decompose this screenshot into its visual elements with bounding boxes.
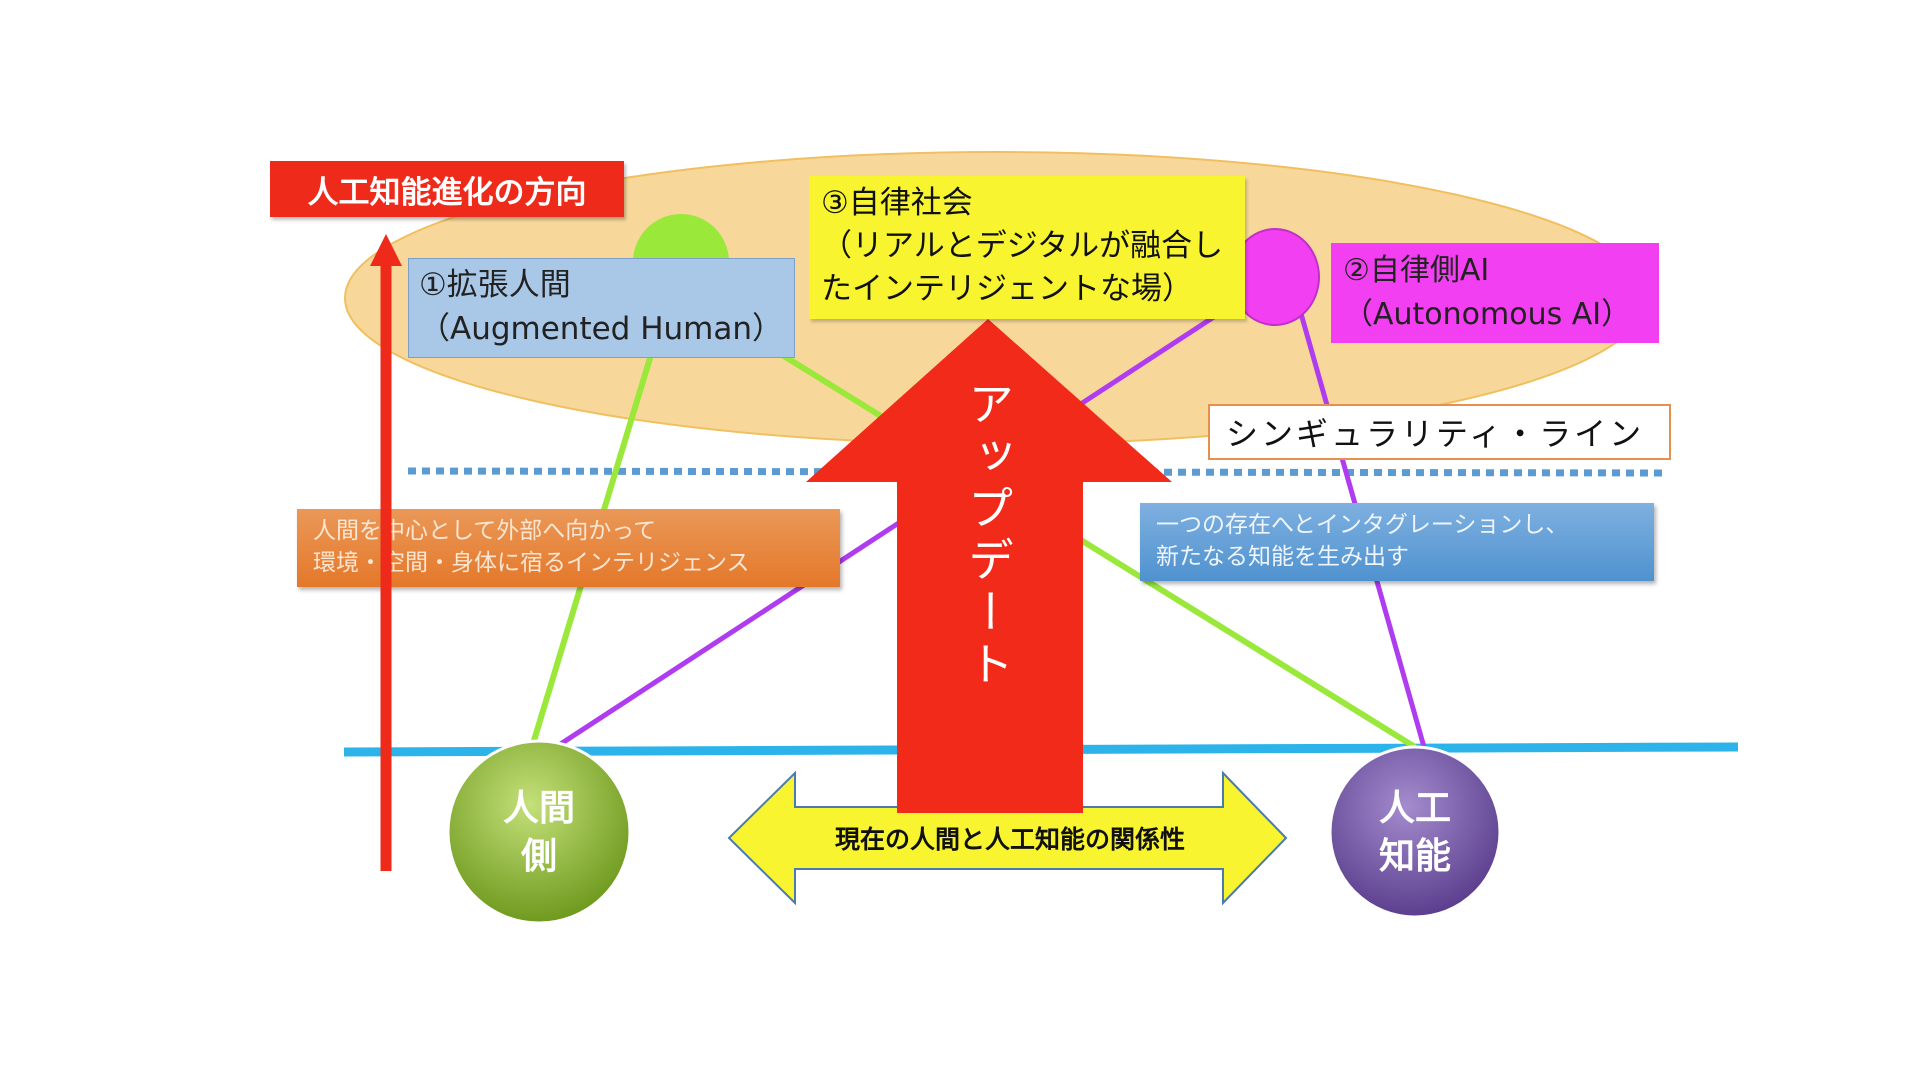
ai-node-label: 人工 知能 xyxy=(1365,785,1465,881)
ai-node-line1: 人工 xyxy=(1378,788,1451,829)
ai-node xyxy=(1328,745,1502,919)
human-node-line1: 人間 xyxy=(502,788,575,829)
human-node-line2: 側 xyxy=(520,836,557,877)
society-line3: たインテリジェントな場） xyxy=(821,271,1193,307)
augmented-human-box: ①拡張人間 （Augmented Human） xyxy=(408,258,795,358)
autonomous-subtitle: （Autonomous AI） xyxy=(1343,297,1632,332)
autonomous-title: ②自律側AI xyxy=(1343,253,1490,288)
singularity-line-label: シンギュラリティ・ライン xyxy=(1208,404,1671,460)
society-line2: （リアルとデジタルが融合し xyxy=(821,228,1224,264)
human-node xyxy=(446,739,632,925)
ai-node-line2: 知能 xyxy=(1378,836,1451,877)
ai-description-line1: 一つの存在へとインタグレーションし、 xyxy=(1156,512,1569,538)
human-description-box: 人間を中心として外部へ向かって 環境・空間・身体に宿るインテリジェンス xyxy=(297,509,840,587)
human-description-line2: 環境・空間・身体に宿るインテリジェンス xyxy=(313,550,750,576)
direction-arrow-head xyxy=(370,234,402,266)
augmented-subtitle: （Augmented Human） xyxy=(419,311,784,347)
autonomous-society-box: ③自律社会 （リアルとデジタルが融合し たインテリジェントな場） xyxy=(809,176,1245,319)
update-label: アップデート xyxy=(961,380,1015,692)
human-description-line1: 人間を中心として外部へ向かって xyxy=(313,518,657,544)
relation-double-arrow xyxy=(727,770,1288,906)
human-node-label: 人間 側 xyxy=(489,785,589,881)
augmented-title: ①拡張人間 xyxy=(419,267,571,303)
ai-description-box: 一つの存在へとインタグレーションし、 新たなる知能を生み出す xyxy=(1140,503,1654,581)
evolution-direction-label: 人工知能進化の方向 xyxy=(270,161,624,217)
singularity-dotted-line xyxy=(407,467,1666,477)
society-title: ③自律社会 xyxy=(821,185,973,221)
autonomous-ai-box: ②自律側AI （Autonomous AI） xyxy=(1331,243,1659,343)
relation-label: 現在の人間と人工知能の関係性 xyxy=(834,825,1185,854)
ai-description-line2: 新たなる知能を生み出す xyxy=(1156,544,1409,570)
